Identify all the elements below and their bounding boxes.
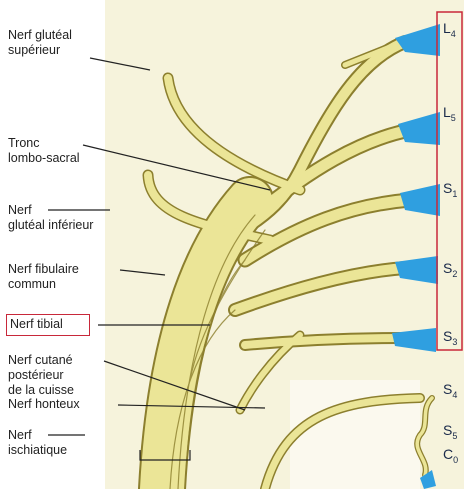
label-line: Tronc [8, 136, 80, 151]
root-index: 4 [451, 29, 456, 39]
label-line: Nerf [8, 203, 93, 218]
root-letter: L [443, 20, 451, 36]
label-line: Nerf tibial [10, 317, 63, 332]
root-s5: S5 [443, 422, 457, 441]
root-index: 1 [452, 189, 457, 199]
label-line: ischiatique [8, 443, 67, 458]
root-letter: C [443, 446, 453, 462]
label-line: de la cuisse [8, 383, 74, 398]
root-index: 5 [452, 431, 457, 441]
root-letter: S [443, 180, 452, 196]
label-tibial: Nerf tibial [10, 317, 63, 332]
label-honteux: Nerf honteux [8, 397, 80, 412]
label-gluteal-inf: Nerf glutéal inférieur [8, 203, 93, 233]
root-l4: L4 [443, 20, 456, 39]
label-line: postérieur [8, 368, 74, 383]
root-s1: S1 [443, 180, 457, 199]
label-line: Nerf [8, 428, 67, 443]
root-letter: S [443, 328, 452, 344]
label-line: glutéal inférieur [8, 218, 93, 233]
root-c0: C0 [443, 446, 458, 465]
label-line: commun [8, 277, 79, 292]
root-letter: S [443, 422, 452, 438]
root-letter: S [443, 381, 452, 397]
root-s4: S4 [443, 381, 457, 400]
label-fibulaire: Nerf fibulaire commun [8, 262, 79, 292]
root-index: 0 [453, 455, 458, 465]
label-line: Nerf cutané [8, 353, 74, 368]
label-line: Nerf honteux [8, 397, 80, 412]
label-cutane: Nerf cutané postérieur de la cuisse [8, 353, 74, 398]
root-index: 4 [452, 390, 457, 400]
label-sciatique: Nerf ischiatique [8, 428, 67, 458]
label-line: lombo-sacral [8, 151, 80, 166]
root-letter: S [443, 260, 452, 276]
root-index: 5 [451, 113, 456, 123]
label-line: supérieur [8, 43, 72, 58]
root-index: 3 [452, 337, 457, 347]
root-s2: S2 [443, 260, 457, 279]
label-tronc: Tronc lombo-sacral [8, 136, 80, 166]
root-index: 2 [452, 269, 457, 279]
root-l5: L5 [443, 104, 456, 123]
label-line: Nerf glutéal [8, 28, 72, 43]
root-s3: S3 [443, 328, 457, 347]
label-gluteal-sup: Nerf glutéal supérieur [8, 28, 72, 58]
root-letter: L [443, 104, 451, 120]
label-line: Nerf fibulaire [8, 262, 79, 277]
